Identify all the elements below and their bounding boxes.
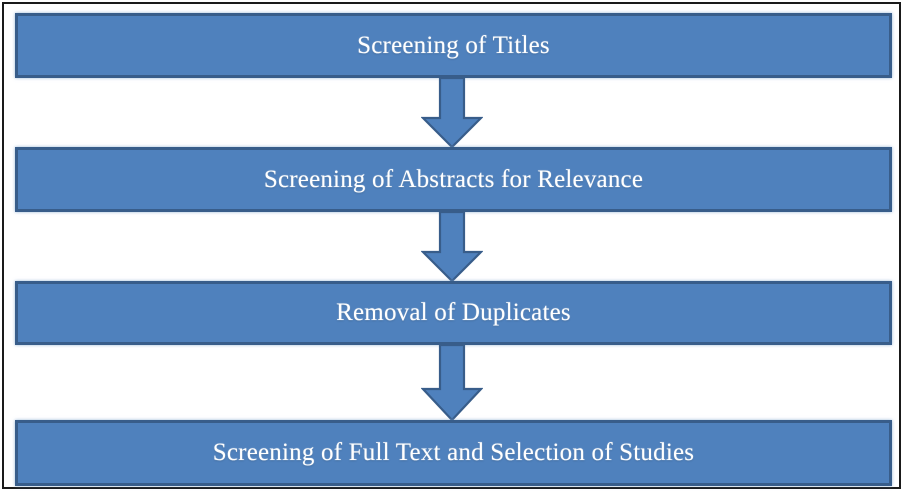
flowchart-stack: Screening of Titles Screening of Abstrac… [4,4,899,487]
flow-step-1-box[interactable]: Screening of Titles [15,13,892,78]
flow-step-4-label: Screening of Full Text and Selection of … [212,439,695,467]
arrow-down-icon [421,212,483,282]
flow-step-1-label: Screening of Titles [357,31,550,59]
arrow-down-icon [421,78,483,148]
flow-step-3-box[interactable]: Removal of Duplicates [15,281,892,345]
arrow-down-icon [421,345,483,421]
flow-step-3-label: Removal of Duplicates [336,299,571,327]
flowchart-frame: Screening of Titles Screening of Abstrac… [2,2,901,489]
flow-step-4-box[interactable]: Screening of Full Text and Selection of … [15,420,892,486]
flow-step-2-label: Screening of Abstracts for Relevance [263,165,644,193]
flow-step-2-box[interactable]: Screening of Abstracts for Relevance [15,147,892,212]
